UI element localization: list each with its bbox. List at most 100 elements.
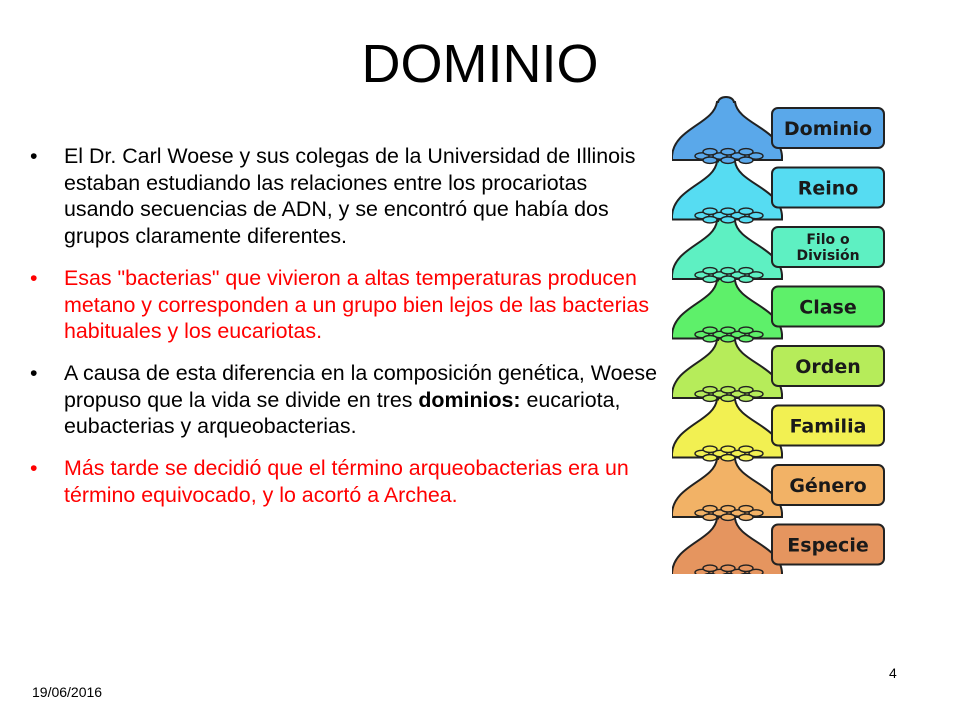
- bulb-oval: [738, 156, 754, 165]
- taxonomy-level: Dominio: [672, 96, 885, 165]
- level-label: Dominio: [784, 118, 872, 140]
- taxonomy-level: Género: [672, 453, 885, 522]
- bulb-oval: [702, 453, 718, 462]
- bulb-oval: [720, 147, 736, 156]
- level-label-box: [771, 166, 885, 209]
- bulb-oval: [722, 572, 734, 574]
- bulb-oval: [738, 513, 754, 522]
- level-label-box: [771, 107, 885, 149]
- bulb-shape: [672, 398, 783, 459]
- level-label: Género: [789, 475, 866, 497]
- taxonomy-diagram: Especie Género Familia Orden Clase Filo oDivi…: [672, 96, 885, 574]
- bulb-oval: [748, 449, 764, 458]
- level-label-line2: División: [796, 248, 859, 264]
- taxonomy-level: Familia: [672, 393, 885, 462]
- bulb-oval: [702, 147, 718, 156]
- bullet-text-bold: dominios:: [418, 387, 521, 412]
- bulb-oval: [748, 390, 764, 398]
- bulb-oval: [740, 572, 752, 574]
- bulb-oval: [720, 275, 736, 284]
- level-label-box: [771, 464, 885, 506]
- taxonomy-level: Orden: [672, 334, 885, 403]
- bulb-oval: [702, 275, 718, 284]
- bulb-oval: [702, 385, 718, 394]
- bulb-oval: [738, 334, 754, 343]
- bulb-oval: [702, 504, 718, 513]
- bulb-shape: [672, 101, 783, 161]
- bullet-text: Más tarde se decidió que el término arqu…: [64, 456, 629, 507]
- level-label: Orden: [795, 356, 861, 378]
- bulb-oval: [720, 334, 736, 343]
- bulb-oval: [720, 445, 736, 454]
- bulb-oval: [738, 564, 754, 573]
- bulb-oval: [748, 509, 764, 517]
- bulb-shape: [672, 220, 783, 280]
- bulb-oval: [720, 564, 736, 573]
- level-label-box: [771, 226, 885, 268]
- bulb-oval: [738, 266, 754, 275]
- level-label: Especie: [787, 535, 868, 557]
- bulb-oval: [720, 394, 736, 403]
- bulb-oval: [720, 156, 736, 165]
- bulb-shape: [672, 339, 783, 399]
- bullet-text: Esas "bacterias" que vivieron a altas te…: [64, 265, 650, 344]
- bulb-oval: [738, 215, 754, 224]
- bullet-marker: •: [30, 265, 38, 290]
- bulb-shape: [672, 458, 783, 518]
- level-label-box: [771, 285, 885, 328]
- bulb-oval: [720, 385, 736, 394]
- bulb-oval: [738, 445, 754, 454]
- bulb-oval: [720, 207, 736, 216]
- bullet-marker: •: [30, 456, 38, 481]
- bullet-item-2: • Esas "bacterias" que vivieron a altas …: [30, 265, 660, 345]
- bulb-oval: [702, 266, 718, 275]
- level-label: Reino: [798, 178, 859, 200]
- level-label-line1: Filo o: [806, 232, 850, 248]
- bulb-oval: [702, 326, 718, 335]
- bulb-oval: [738, 453, 754, 462]
- bullet-text-start: A causa de esta diferencia en la composi…: [64, 360, 657, 412]
- bulb-oval: [748, 152, 764, 160]
- bulb-oval: [702, 156, 718, 165]
- bullet-item-3: • A causa de esta diferencia en la compo…: [30, 360, 660, 440]
- bulb-oval: [748, 568, 764, 574]
- bulb-knob: [717, 96, 735, 104]
- bullet-list: • El Dr. Carl Woese y sus colegas de la …: [30, 143, 660, 523]
- bullet-marker: •: [30, 144, 38, 168]
- taxonomy-level: Especie: [672, 512, 885, 574]
- bulb-oval: [720, 215, 736, 224]
- bulb-oval: [738, 394, 754, 403]
- taxonomy-level: Reino: [672, 155, 885, 224]
- bulb-oval: [738, 275, 754, 284]
- bulb-oval: [748, 211, 764, 220]
- bullet-text-end: eucariota, eubacterias y arqueobacterias…: [64, 387, 621, 439]
- bulb-oval: [702, 445, 718, 454]
- bullet-item-1: • El Dr. Carl Woese y sus colegas de la …: [30, 143, 660, 250]
- level-label-box: [771, 404, 885, 447]
- footer-date: 19/06/2016: [32, 684, 103, 700]
- bulb-oval: [704, 572, 716, 574]
- level-label: Familia: [790, 416, 867, 438]
- bulb-oval: [702, 334, 718, 343]
- bulb-oval: [738, 385, 754, 394]
- level-label-box: [771, 345, 885, 387]
- bulb-shape: [672, 160, 783, 221]
- bulb-oval: [738, 147, 754, 156]
- level-label: Clase: [799, 297, 856, 319]
- bulb-oval: [738, 504, 754, 513]
- bulb-oval: [702, 513, 718, 522]
- bulb-oval: [720, 326, 736, 335]
- level-label-box: [771, 523, 885, 566]
- bulb-oval: [720, 504, 736, 513]
- bulb-oval: [720, 266, 736, 275]
- bullet-marker: •: [30, 360, 38, 385]
- bullet-item-4: • Más tarde se decidió que el término ar…: [30, 455, 660, 508]
- page-number: 4: [889, 665, 897, 681]
- bulb-oval: [738, 326, 754, 335]
- bulb-oval: [702, 215, 718, 224]
- bulb-oval: [702, 564, 718, 573]
- bullet-text: El Dr. Carl Woese y sus colegas de la Un…: [64, 144, 636, 249]
- bulb-oval: [702, 207, 718, 216]
- slide-title: DOMINIO: [361, 34, 599, 94]
